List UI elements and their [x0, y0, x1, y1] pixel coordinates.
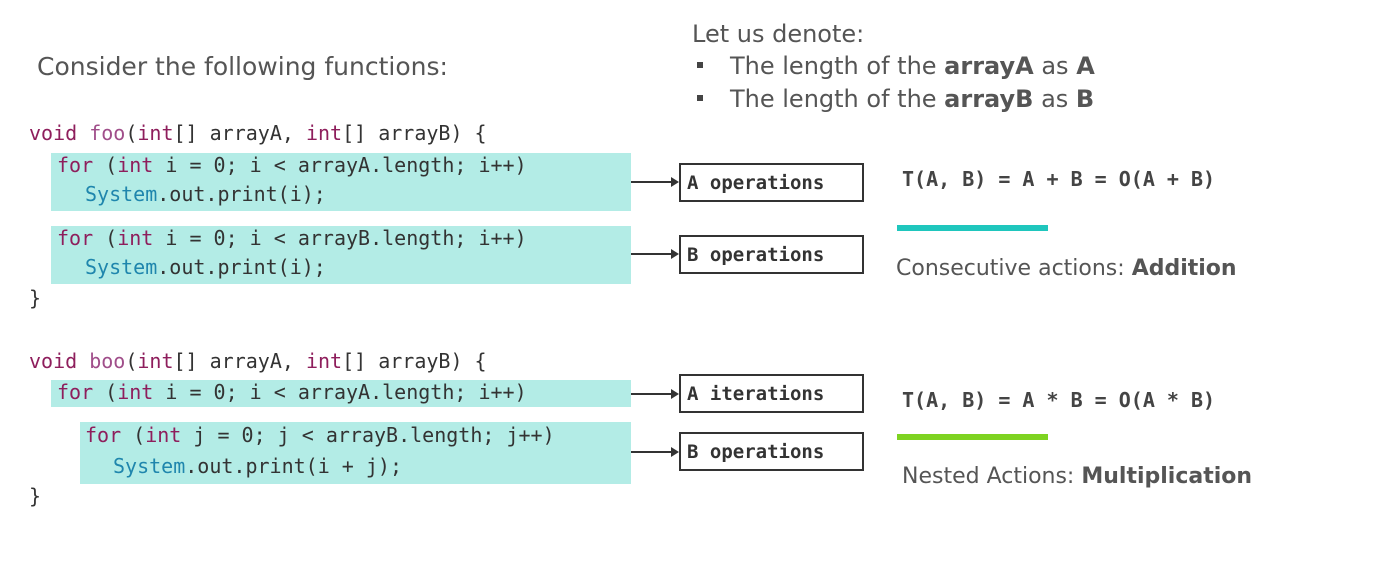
caption-bold: Addition: [1131, 256, 1237, 281]
class-name: System: [113, 454, 186, 478]
class-name: System: [85, 182, 158, 206]
notation-bold: A: [1076, 52, 1095, 80]
multiplication-underline: [897, 434, 1048, 440]
class-name: System: [85, 255, 158, 279]
function-name: boo: [89, 349, 126, 373]
caption-text: Consecutive actions:: [896, 256, 1132, 281]
keyword: int: [305, 121, 343, 145]
boo-inner-loop: for (int j = 0; j < arrayB.length; j++): [85, 423, 555, 447]
boo-a-iterations-box: A iterations: [679, 374, 864, 413]
foo-loop-b-highlight: [51, 226, 631, 284]
notation-text: The length of the: [730, 85, 945, 113]
boo-b-operations-box: B operations: [679, 432, 864, 471]
foo-print-b: System.out.print(i);: [85, 255, 326, 279]
code-text: i = 0; i < arrayB.length; i++): [153, 226, 527, 250]
keyword: int: [145, 423, 182, 447]
keyword: void: [29, 121, 78, 145]
bullet-icon: [697, 62, 703, 68]
notation-item-a: The length of the arrayA as A: [730, 52, 1095, 80]
code-text: i = 0; i < arrayA.length; i++): [153, 153, 527, 177]
code-text: j = 0; j < arrayB.length; j++): [181, 423, 555, 447]
notation-bold: arrayB: [944, 85, 1034, 113]
notation-text: The length of the: [730, 52, 945, 80]
foo-a-operations-box: A operations: [679, 163, 864, 202]
arrow-icon: [631, 389, 679, 399]
boo-inner-print: System.out.print(i + j);: [113, 454, 402, 478]
keyword: void: [29, 349, 78, 373]
boo-outer-loop: for (int i = 0; i < arrayA.length; i++): [57, 380, 527, 404]
code-text: .out.print(i);: [157, 255, 326, 279]
foo-signature: void foo(int[] arrayA, int[] arrayB) {: [29, 121, 487, 145]
keyword: int: [117, 380, 154, 404]
foo-b-operations-box: B operations: [679, 235, 864, 274]
notation-item-b: The length of the arrayB as B: [730, 85, 1094, 113]
boo-signature: void boo(int[] arrayA, int[] arrayB) {: [29, 349, 487, 373]
code-text: .out.print(i + j);: [185, 454, 402, 478]
arrow-icon: [631, 177, 679, 187]
keyword: for: [57, 153, 94, 177]
notation-text: as: [1033, 85, 1076, 113]
foo-loop-a: for (int i = 0; i < arrayA.length; i++): [57, 153, 527, 177]
code-text: [] arrayB) {: [342, 349, 487, 373]
foo-close: }: [29, 286, 42, 310]
bullet-icon: [697, 95, 703, 101]
boo-outer-highlight: [51, 380, 631, 407]
keyword: for: [85, 423, 122, 447]
keyword: for: [57, 226, 94, 250]
foo-loop-a-highlight: [51, 153, 631, 211]
addition-caption: Consecutive actions: Addition: [896, 256, 1237, 281]
addition-underline: [897, 225, 1048, 231]
multiplication-caption: Nested Actions: Multiplication: [902, 464, 1252, 489]
notation-text: as: [1033, 52, 1077, 80]
keyword: int: [137, 349, 174, 373]
caption-bold: Multiplication: [1081, 464, 1253, 489]
keyword: int: [305, 349, 343, 373]
boo-close: }: [29, 484, 42, 508]
addition-formula: T(A, B) = A + B = O(A + B): [902, 167, 1216, 191]
caption-text: Nested Actions:: [902, 464, 1082, 489]
foo-print-a: System.out.print(i);: [85, 182, 326, 206]
notation-intro: Let us denote:: [692, 20, 865, 48]
multiplication-formula: T(A, B) = A * B = O(A * B): [902, 388, 1216, 412]
arrow-icon: [631, 249, 679, 259]
code-text: (: [125, 349, 138, 373]
code-text: .out.print(i);: [157, 182, 326, 206]
keyword: int: [117, 153, 154, 177]
heading: Consider the following functions:: [37, 52, 448, 81]
function-name: foo: [89, 121, 126, 145]
notation-bold: B: [1075, 85, 1095, 113]
arrow-icon: [631, 447, 679, 457]
code-text: [] arrayA,: [173, 121, 306, 145]
keyword: for: [57, 380, 94, 404]
keyword: int: [137, 121, 174, 145]
boo-inner-highlight: [80, 422, 631, 484]
code-text: i = 0; i < arrayA.length; i++): [153, 380, 527, 404]
code-text: (: [125, 121, 138, 145]
code-text: [] arrayA,: [173, 349, 306, 373]
notation-bold: arrayA: [944, 52, 1034, 80]
keyword: int: [117, 226, 154, 250]
foo-loop-b: for (int i = 0; i < arrayB.length; i++): [57, 226, 527, 250]
code-text: [] arrayB) {: [342, 121, 487, 145]
